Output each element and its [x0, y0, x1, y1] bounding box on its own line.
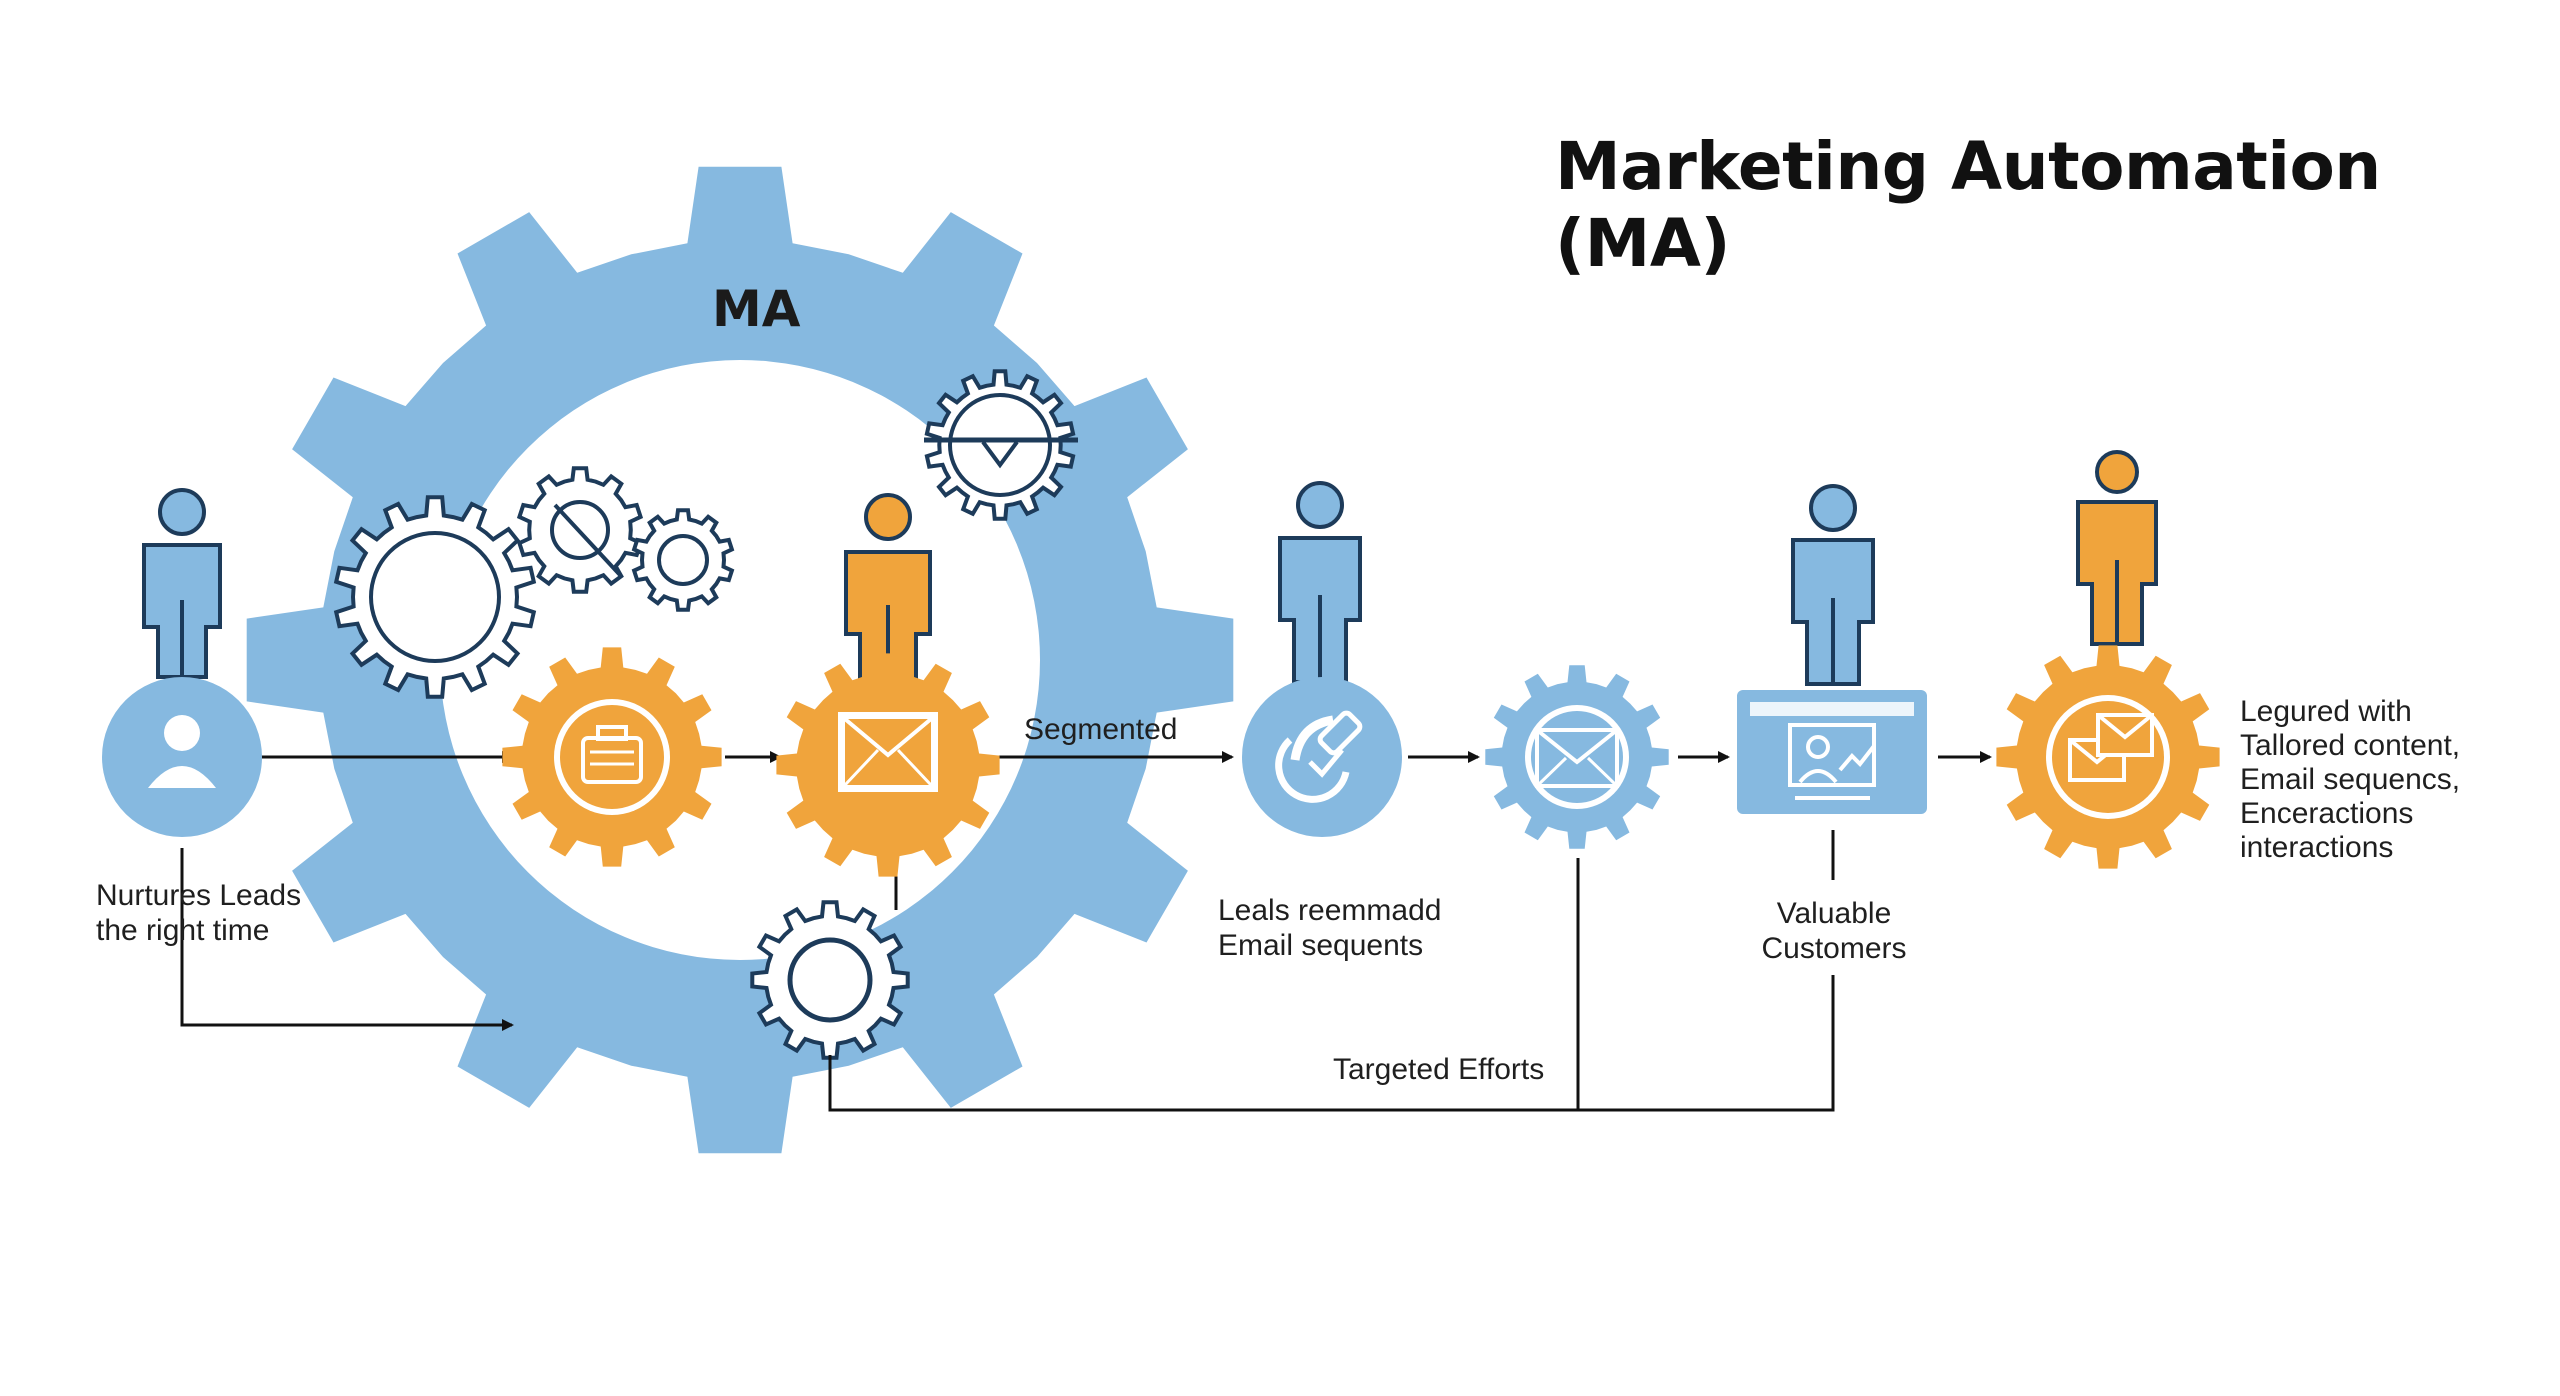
stage6-person-figure: [1791, 484, 1875, 686]
outline-gear-top: [924, 369, 1078, 521]
stage4-tag-circle: [1242, 677, 1402, 837]
stage1-user-circle: [102, 677, 262, 837]
stage1-person-figure: [142, 488, 222, 679]
ma-gear-label: MA: [712, 280, 801, 338]
nurtures-leads-label: Nurtures Leads the right time: [96, 879, 302, 947]
stage2-briefcase-gear: [502, 647, 722, 867]
outline-gear-bottom: [750, 900, 910, 1060]
outcome-description-label: Legured with Tallored content, Email seq…: [2240, 695, 2461, 864]
outline-gear-medium: [516, 466, 644, 594]
connector-lines: [180, 751, 1992, 1112]
leads-email-label: Leals reemmadd Email sequents: [1218, 894, 1442, 962]
stage5-envelope-gear: [1485, 665, 1669, 849]
targeted-efforts-label: Targeted Efforts: [1333, 1053, 1545, 1086]
stage7-stacked-envelopes-gear: [1996, 645, 2220, 869]
stage6-monitor-panel: [1737, 690, 1927, 814]
stage7-person-figure: [2076, 450, 2158, 646]
stage4-person-figure: [1278, 481, 1362, 684]
stage3-envelope-gear: [776, 653, 1000, 877]
diagram-title: Marketing Automation (MA): [1555, 128, 2381, 282]
segmented-label: Segmented: [1024, 713, 1178, 746]
outline-gear-small: [631, 508, 735, 612]
outline-gear-large: [333, 495, 537, 699]
valuable-customers-label: Valuable Customers: [1761, 897, 1907, 965]
